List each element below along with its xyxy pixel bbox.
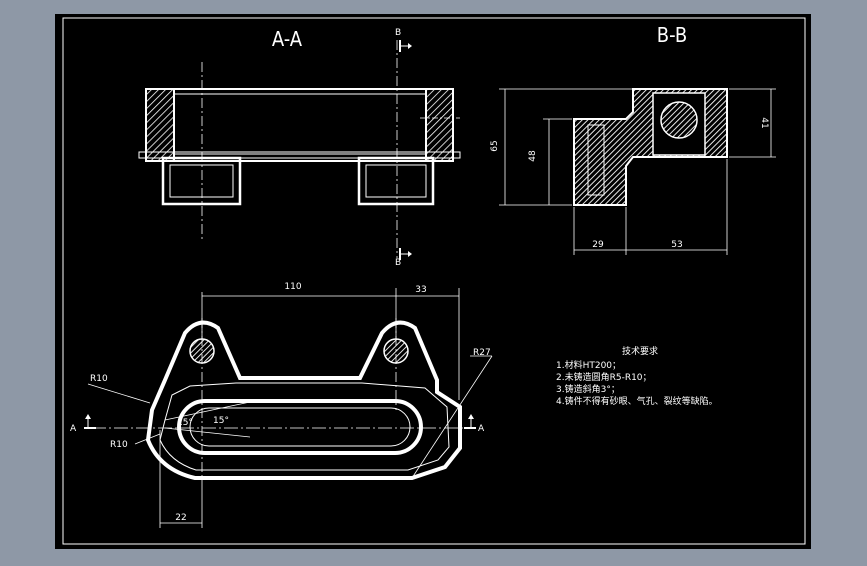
note-item: 1.材料HT200； xyxy=(556,359,621,371)
drawing-frame xyxy=(62,17,806,545)
section-aa-title: A-A xyxy=(272,27,303,51)
cut-mark-a-right-label: A xyxy=(478,424,485,434)
note-item: 3.铸造斜角3°； xyxy=(556,383,620,395)
plan-view xyxy=(87,288,493,528)
dim-41: 41 xyxy=(759,117,769,128)
note-item: 4.铸件不得有砂眼、气孔、裂纹等缺陷。 xyxy=(556,395,718,407)
dim-r27: R27 xyxy=(473,348,491,358)
dim-110: 110 xyxy=(284,282,301,292)
cut-mark-a-right: A xyxy=(464,414,485,434)
dim-33: 33 xyxy=(415,285,426,295)
cut-mark-b-bottom-label: B xyxy=(395,258,401,268)
notes-heading: 技术要求 xyxy=(622,345,658,357)
section-bb-view xyxy=(499,88,776,255)
dim-48: 48 xyxy=(528,150,538,162)
section-aa-view xyxy=(138,40,461,258)
dim-angle-right: 15° xyxy=(213,416,229,426)
cut-mark-b-bottom: B xyxy=(395,248,412,268)
dim-r10-top: R10 xyxy=(90,374,108,384)
section-bb-title: B-B xyxy=(657,23,687,47)
cut-mark-b-top-label: B xyxy=(395,28,401,38)
dim-angle-left: 15° xyxy=(177,418,193,428)
dim-29: 29 xyxy=(592,240,604,250)
cut-mark-a-left: A xyxy=(70,414,96,434)
note-item: 2.未铸造圆角R5-R10； xyxy=(556,371,652,383)
cut-mark-b-top: B xyxy=(395,28,412,52)
dim-22: 22 xyxy=(175,513,186,523)
dim-65: 65 xyxy=(490,140,500,151)
dim-r10-bottom: R10 xyxy=(110,440,128,450)
cut-mark-a-left-label: A xyxy=(70,424,77,434)
dim-53: 53 xyxy=(671,240,682,250)
technical-requirements: 技术要求 1.材料HT200； 2.未铸造圆角R5-R10； 3.铸造斜角3°；… xyxy=(556,345,718,407)
